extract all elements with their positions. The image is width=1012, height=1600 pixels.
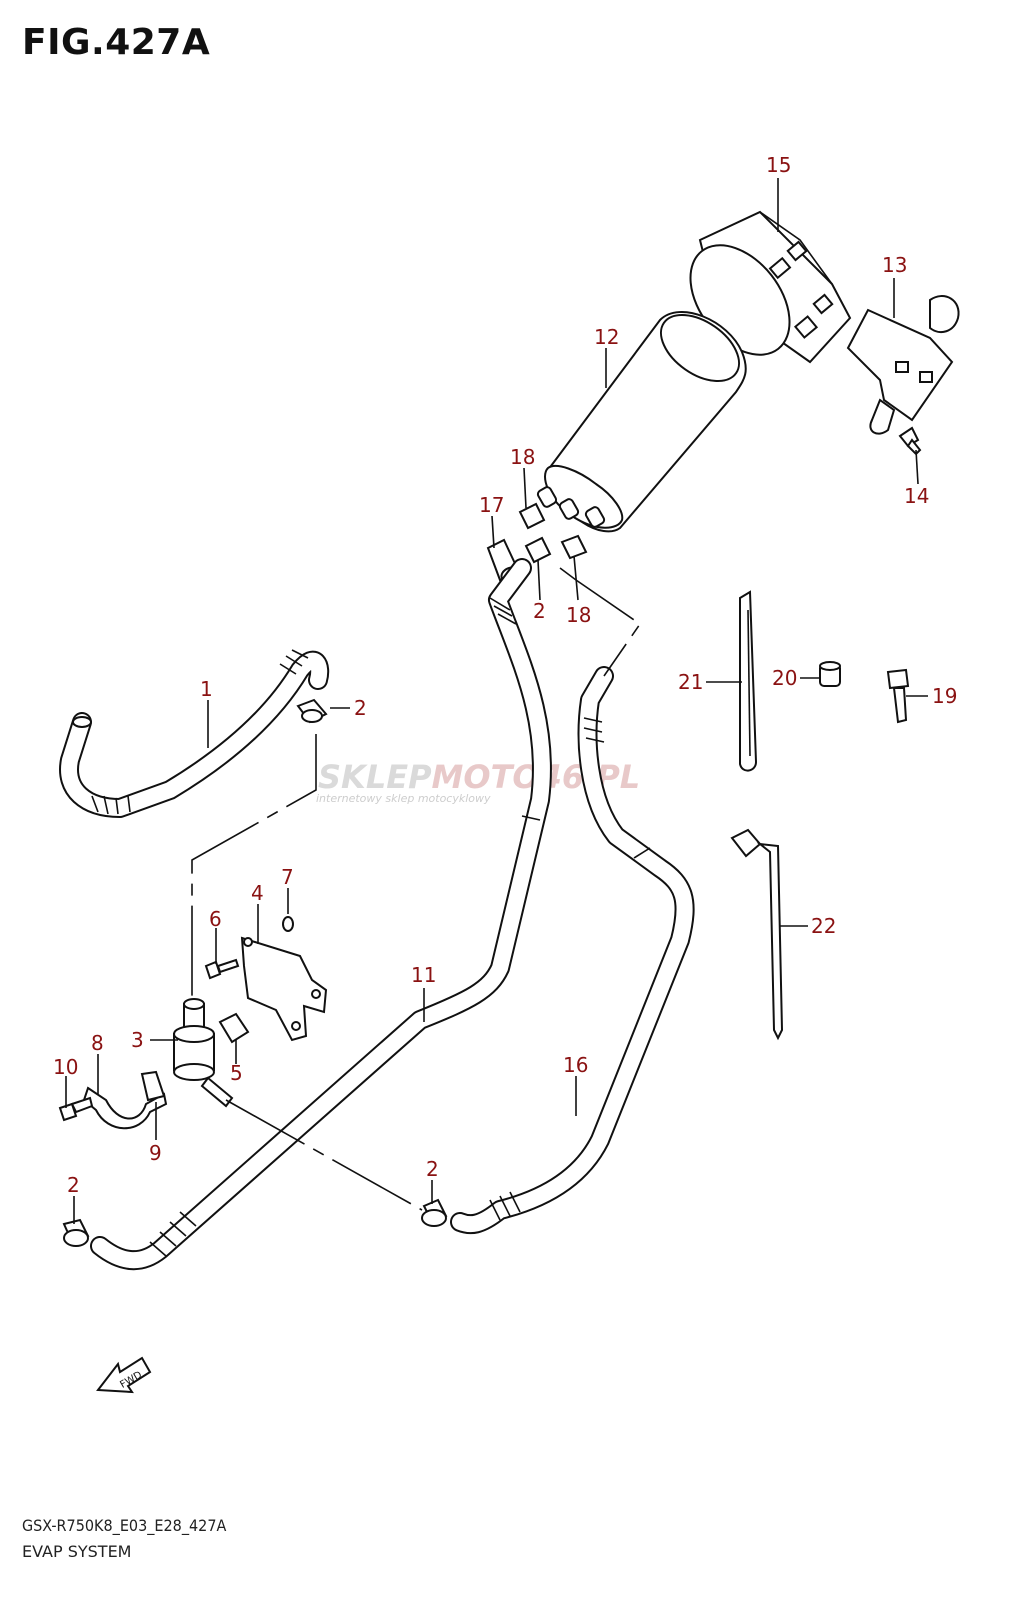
callout-22: 22 <box>811 914 836 938</box>
callout-20: 20 <box>772 666 797 690</box>
callout-17: 17 <box>479 493 504 517</box>
callout-10: 10 <box>53 1055 78 1079</box>
callout-14: 14 <box>904 484 929 508</box>
screw-part-6 <box>204 958 240 980</box>
callout-2-bottom-left: 2 <box>67 1173 80 1197</box>
callout-7: 7 <box>281 865 294 889</box>
connection-lines <box>191 567 642 1211</box>
callout-18-lower: 18 <box>566 603 591 627</box>
hose-clamp-2-bottom-left <box>62 1218 90 1247</box>
callout-numbers: 15 13 12 18 17 2 18 14 1 2 21 20 19 7 4 … <box>53 153 957 1197</box>
callout-2-left: 2 <box>354 696 367 720</box>
hose-clamp-18-lower <box>560 534 588 560</box>
callout-8: 8 <box>91 1031 104 1055</box>
callout-2-bottom-center: 2 <box>426 1157 439 1181</box>
callout-1: 1 <box>200 677 213 701</box>
callout-13: 13 <box>882 253 907 277</box>
callout-2-canister: 2 <box>533 599 546 623</box>
valve-part-3 <box>173 998 234 1108</box>
hose-clamp-2-left <box>296 698 328 724</box>
hose-clamp-2-canister <box>524 536 552 564</box>
figure-code: GSX-R750K8_E03_E28_427A <box>22 1516 227 1535</box>
clip-part-22 <box>730 828 784 1041</box>
band-part-21 <box>739 590 758 772</box>
callout-4: 4 <box>251 881 264 905</box>
hose-clamp-18-upper <box>518 502 546 530</box>
clip-part-5 <box>218 1012 250 1044</box>
callout-11: 11 <box>411 963 436 987</box>
callout-6: 6 <box>209 907 222 931</box>
watermark: SKLEPMOTO46.PL internetowy sklep motocyk… <box>316 758 640 805</box>
figure-name: EVAP SYSTEM <box>22 1542 132 1561</box>
evap-canister-part <box>536 310 747 533</box>
callout-5: 5 <box>230 1061 243 1085</box>
leader-lines <box>65 178 928 1224</box>
callout-18-upper: 18 <box>510 445 535 469</box>
bolt-part-19 <box>886 668 910 724</box>
forward-direction-arrow: FWD <box>96 1356 152 1394</box>
callout-3: 3 <box>131 1028 144 1052</box>
cushion-part-9 <box>140 1070 166 1102</box>
collar-part-20 <box>819 661 841 687</box>
canister-bracket-part <box>846 295 960 435</box>
figure-title: FIG.427A <box>22 22 211 63</box>
callout-12: 12 <box>594 325 619 349</box>
hose-1-part <box>59 649 330 818</box>
screw-part-10 <box>58 1096 94 1122</box>
strap-part-8 <box>82 1086 168 1130</box>
watermark-tagline: internetowy sklep motocyklowy <box>316 792 491 805</box>
bracket-part-4 <box>240 936 328 1042</box>
watermark-brand: SKLEPMOTO46.PL <box>318 758 640 796</box>
bracket-screw-part <box>898 426 922 456</box>
hose-clamp-2-bottom-center <box>421 1198 448 1227</box>
washer-part-7 <box>282 916 294 932</box>
callout-15: 15 <box>766 153 791 177</box>
hose-11-part <box>90 558 552 1271</box>
callout-21: 21 <box>678 670 703 694</box>
callout-16: 16 <box>563 1053 588 1077</box>
callout-19: 19 <box>932 684 957 708</box>
callout-9: 9 <box>149 1141 162 1165</box>
hose-16-part <box>450 666 695 1235</box>
